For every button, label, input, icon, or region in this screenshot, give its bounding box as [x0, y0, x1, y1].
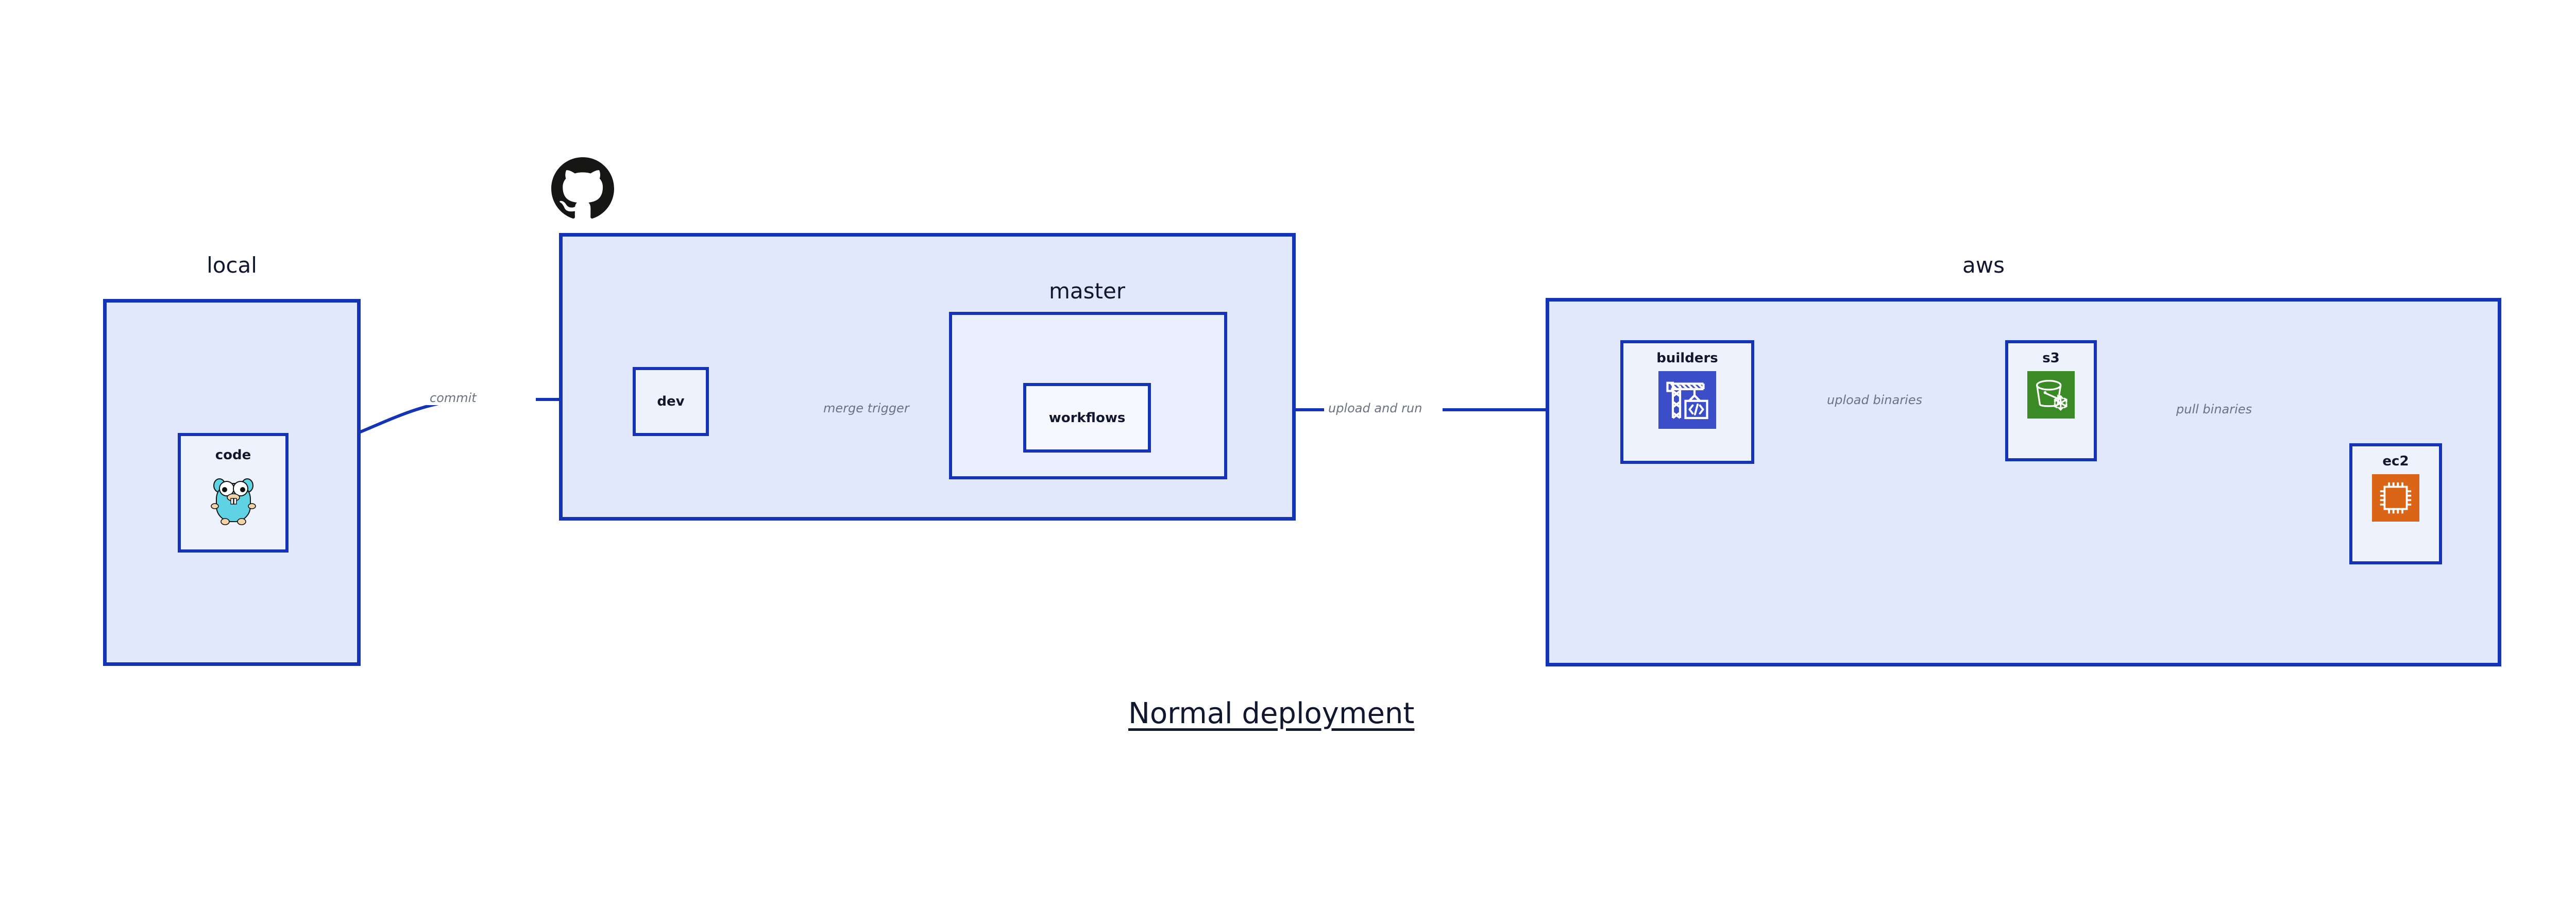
edge-label-upload-binaries: upload binaries: [1824, 393, 1925, 407]
edge-label-merge-trigger: merge trigger: [820, 401, 912, 415]
node-s3[interactable]: s3: [2005, 340, 2097, 461]
node-label-builders: builders: [1656, 350, 1718, 366]
node-label-workflows: workflows: [1048, 410, 1126, 426]
node-ec2[interactable]: ec2: [2349, 443, 2442, 564]
node-label-s3: s3: [2042, 350, 2060, 366]
edge-label-upload-and-run: upload and run: [1325, 401, 1426, 415]
node-label-code: code: [215, 447, 251, 463]
node-label-ec2: ec2: [2382, 454, 2409, 469]
diagram-title: Normal deployment: [1128, 697, 1415, 730]
group-title-aws: aws: [1962, 253, 2005, 278]
edge-label-commit: commit: [427, 391, 480, 405]
aws-s3-bucket-icon: [2027, 371, 2075, 419]
aws-ec2-chip-icon: [2372, 474, 2419, 522]
group-title-local: local: [207, 253, 257, 278]
go-gopher-icon: [210, 470, 257, 528]
node-builders[interactable]: builders: [1620, 340, 1754, 464]
group-title-master: master: [1048, 278, 1126, 304]
aws-codebuild-crane-icon: [1658, 371, 1716, 429]
node-code[interactable]: code: [178, 433, 289, 553]
node-label-dev: dev: [657, 394, 685, 409]
edge-label-pull-binaries: pull binaries: [2173, 402, 2256, 416]
node-dev[interactable]: dev: [633, 367, 709, 436]
node-workflows[interactable]: workflows: [1023, 383, 1151, 453]
github-octocat-icon: [551, 157, 614, 222]
